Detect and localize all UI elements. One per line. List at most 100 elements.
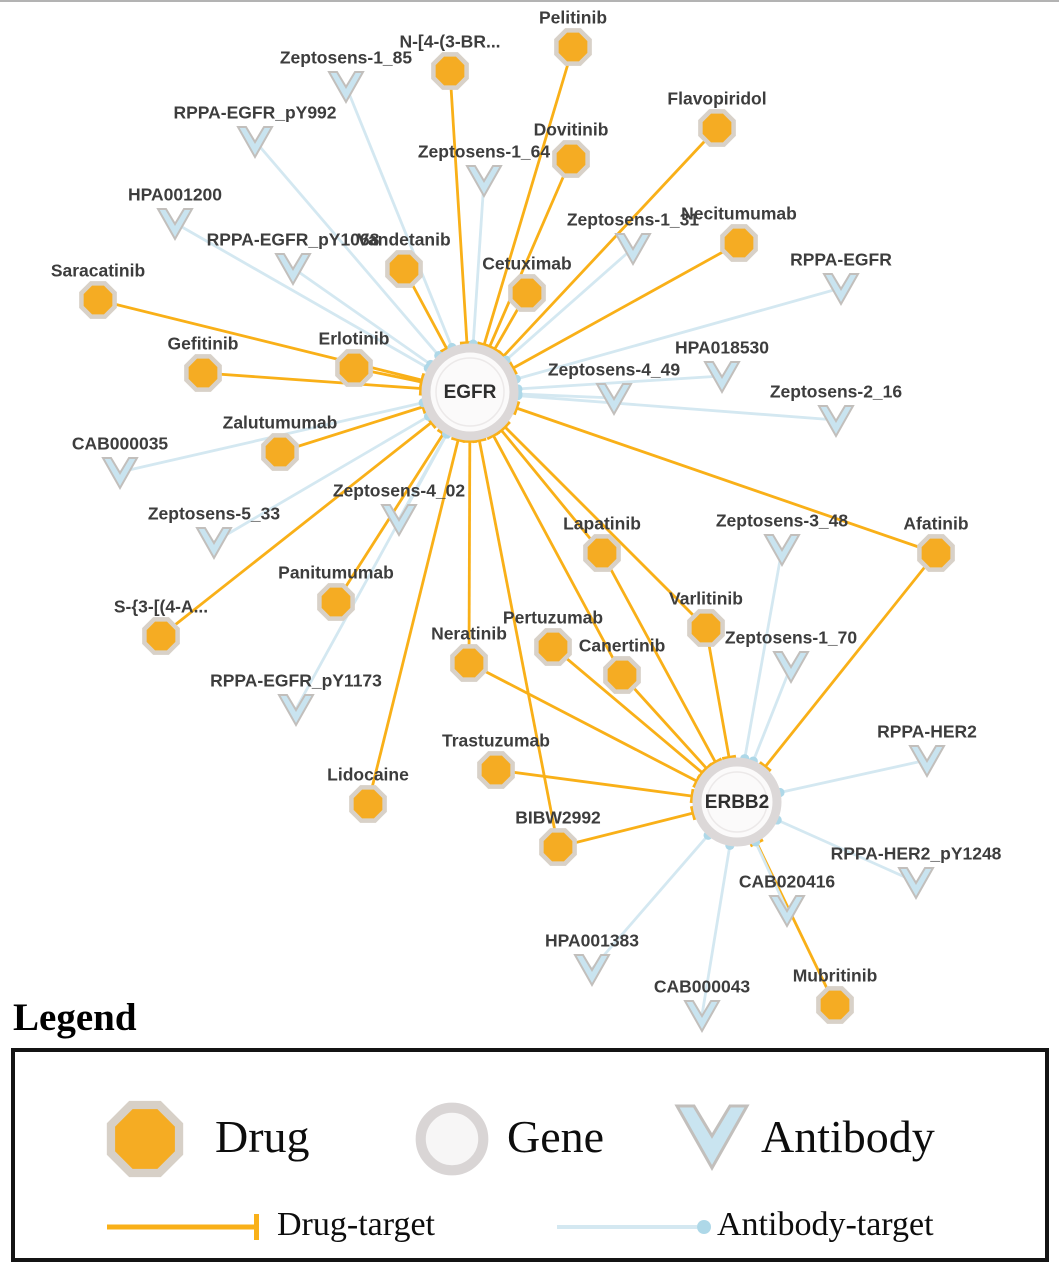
antibody-node-rppa-her2-py1248[interactable]	[897, 867, 935, 901]
gene-legend-label: Gene	[507, 1111, 605, 1162]
drug-node-zalutumumab[interactable]	[261, 433, 299, 471]
antibody-node-hpa001383[interactable]	[573, 954, 611, 988]
antibody-node-zeptosens-2-16[interactable]	[817, 405, 855, 439]
label-trastuzumab: Trastuzumab	[442, 731, 550, 751]
drug-target-edge	[503, 425, 707, 629]
drug-node-dovitinib[interactable]	[552, 140, 590, 178]
antibody-target-edge	[294, 434, 448, 710]
drug-target-edge	[366, 439, 460, 805]
drug-target-tee	[486, 430, 501, 441]
antibody-node-zeptosens-1-85[interactable]	[327, 71, 365, 105]
antibody-node-rppa-egfr-py1068[interactable]	[274, 253, 312, 287]
drug-node-trastuzumab[interactable]	[477, 751, 515, 789]
antibody-node-hpa018530[interactable]	[703, 361, 741, 395]
antibody-node-zeptosens-4-49[interactable]	[595, 383, 633, 417]
label-rppa-her2: RPPA-HER2	[877, 722, 977, 742]
label-rppa-egfr-py1173: RPPA-EGFR_pY1173	[210, 671, 382, 691]
drug-target-edge	[448, 70, 469, 344]
label-pertuzumab: Pertuzumab	[503, 608, 603, 628]
drug-node-panitumumab[interactable]	[317, 583, 355, 621]
label-necitumumab: Necitumumab	[681, 204, 797, 224]
label-zalutumumab: Zalutumumab	[223, 413, 338, 433]
drug-node-saracatinib[interactable]	[79, 281, 117, 319]
label-zeptosens-4-02: Zeptosens-4_02	[333, 481, 466, 501]
label-zeptosens-2-16: Zeptosens-2_16	[770, 382, 903, 402]
antibody-node-rppa-egfr[interactable]	[822, 273, 860, 307]
edges-layer	[97, 46, 938, 1016]
label-cab000035: CAB000035	[72, 434, 169, 454]
antibody-node-hpa001200[interactable]	[156, 208, 194, 242]
drug-target-edge-icon	[107, 1214, 259, 1240]
label-hpa018530: HPA018530	[675, 338, 769, 358]
label-varlitinib: Varlitinib	[669, 589, 743, 609]
drug-node-bibw2992[interactable]	[539, 828, 577, 866]
drug-legend-label: Drug	[215, 1111, 310, 1162]
label-zeptosens-1-70: Zeptosens-1_70	[725, 628, 858, 648]
antibody-node-rppa-egfr-py1173[interactable]	[277, 694, 315, 728]
label-erbb2: ERBB2	[705, 792, 769, 813]
antibody-node-rppa-egfr-py992[interactable]	[236, 126, 274, 160]
antibody-target-edge	[213, 415, 429, 544]
drug-target-tee	[689, 805, 697, 821]
antibody-target-edge	[516, 286, 842, 381]
drug-target-edge	[552, 645, 704, 775]
antibody-node-zeptosens-1-64[interactable]	[465, 165, 503, 199]
antibody-node-zeptosens-1-70[interactable]	[772, 651, 810, 685]
drug-node-gefitinib[interactable]	[184, 354, 222, 392]
drug-target-edge	[488, 158, 573, 348]
drug-target-edge	[279, 405, 424, 454]
antibody-target-edge	[777, 819, 917, 884]
label-egfr: EGFR	[444, 382, 497, 403]
drug-node-pertuzumab[interactable]	[534, 628, 572, 666]
label-rppa-egfr-py992: RPPA-EGFR_pY992	[173, 103, 336, 123]
drug-node-icon	[106, 1100, 184, 1178]
drug-target-edge	[502, 127, 719, 358]
drug-target-legend-label: Drug-target	[277, 1206, 435, 1243]
antibody-node-zeptosens-4-02[interactable]	[380, 504, 418, 538]
gene-node-egfr[interactable]	[421, 343, 519, 441]
drug-target-edge	[482, 46, 575, 346]
drug-target-edge	[512, 241, 740, 370]
label-flavopiridol: Flavopiridol	[667, 89, 766, 109]
antibody-node-cab000035[interactable]	[101, 457, 139, 491]
gene-node-erbb2[interactable]	[692, 757, 782, 847]
drug-node-canertinib[interactable]	[603, 656, 641, 694]
drug-target-tee	[418, 374, 426, 390]
antibody-node-cab000043[interactable]	[683, 1000, 721, 1034]
label-zeptosens-4-49: Zeptosens-4_49	[548, 360, 681, 380]
drug-node-mubritinib[interactable]	[816, 986, 854, 1024]
drug-node-erlotinib[interactable]	[335, 349, 373, 387]
drug-node-lapatinib[interactable]	[583, 534, 621, 572]
label-panitumumab: Panitumumab	[278, 563, 394, 583]
antibody-target-edge	[471, 179, 486, 344]
antibody-target-edge	[292, 266, 431, 366]
drug-target-edge	[515, 406, 937, 555]
drug-target-edge	[477, 439, 560, 848]
antibody-node-zeptosens-3-48[interactable]	[763, 534, 801, 568]
drug-node-n-4-3-br[interactable]	[431, 52, 469, 90]
antibody-node-rppa-her2[interactable]	[908, 745, 946, 779]
drug-target-tee	[721, 754, 737, 761]
drug-node-afatinib[interactable]	[917, 534, 955, 572]
drug-node-pelitinib[interactable]	[554, 28, 592, 66]
drug-node-necitumumab[interactable]	[720, 224, 758, 262]
antibody-node-zeptosens-1-31[interactable]	[614, 233, 652, 267]
drug-node-s-3-4-a[interactable]	[142, 617, 180, 655]
drug-node-flavopiridol[interactable]	[698, 109, 736, 147]
label-hpa001200: HPA001200	[128, 185, 222, 205]
antibody-node-cab020416[interactable]	[768, 895, 806, 929]
antibody-target-edge	[253, 140, 440, 356]
drug-node-lidocaine[interactable]	[349, 785, 387, 823]
label-mubritinib: Mubritinib	[793, 966, 878, 986]
antibody-node-zeptosens-5-33[interactable]	[195, 527, 233, 561]
drug-node-vandetanib[interactable]	[385, 250, 423, 288]
drug-node-neratinib[interactable]	[450, 644, 488, 682]
antibody-target-edge	[700, 846, 732, 1016]
label-zeptosens-3-48: Zeptosens-3_48	[716, 511, 849, 531]
label-cab020416: CAB020416	[739, 872, 836, 892]
drug-node-cetuximab[interactable]	[508, 274, 546, 312]
antibody-target-edge-icon	[557, 1220, 711, 1234]
drug-node-varlitinib[interactable]	[687, 609, 725, 647]
drug-target-tee	[498, 420, 511, 433]
